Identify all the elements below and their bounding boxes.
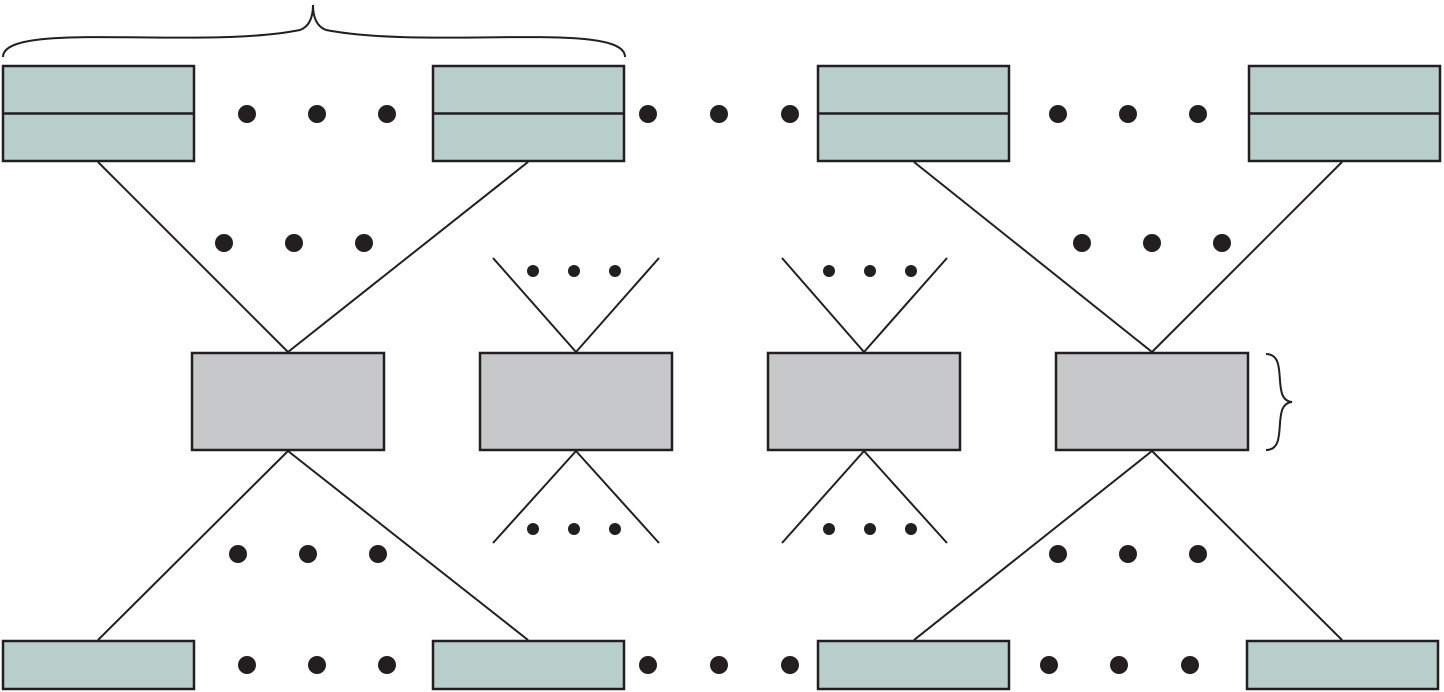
- bottom-row-ellipsis-1: [238, 656, 396, 674]
- links-middle-box-1: [97, 161, 529, 641]
- links-middle-box-4: [913, 161, 1343, 641]
- middle-box-3: [766, 351, 962, 452]
- bottom-box-4: [1245, 639, 1440, 691]
- top-row-ellipsis-1: [238, 105, 396, 123]
- middle-box-2: [478, 351, 674, 452]
- links-middle-box-4-ellipsis-bottom: [1049, 545, 1207, 563]
- bottom-row: [1, 639, 1440, 691]
- top-box-1: [1, 64, 196, 163]
- top-group-brace: [2, 4, 626, 58]
- links-middle-box-4-ellipsis-top: [1073, 234, 1231, 252]
- links-middle-box-1-ellipsis-bottom: [229, 545, 387, 563]
- top-box-3: [816, 64, 1011, 163]
- top-box-2: [431, 64, 626, 163]
- top-box-4: [1247, 64, 1442, 163]
- bottom-box-1: [1, 639, 196, 691]
- bottom-row-ellipsis-3: [1040, 656, 1199, 674]
- middle-row: [190, 351, 1250, 452]
- top-row-ellipsis-2: [639, 105, 799, 123]
- middle-box-4: [1054, 351, 1250, 452]
- links-middle-box-2: [492, 257, 660, 544]
- links-middle-box-1-ellipsis-top: [215, 234, 373, 252]
- bottom-box-3: [816, 639, 1011, 691]
- middle-box-1: [190, 351, 386, 452]
- top-row-ellipsis-3: [1049, 105, 1207, 123]
- bottom-box-2: [431, 639, 626, 691]
- links-middle-box-3: [781, 257, 948, 544]
- middle-box-brace: [1265, 353, 1293, 451]
- bottom-row-ellipsis-2: [639, 656, 799, 674]
- top-row: [1, 64, 1442, 163]
